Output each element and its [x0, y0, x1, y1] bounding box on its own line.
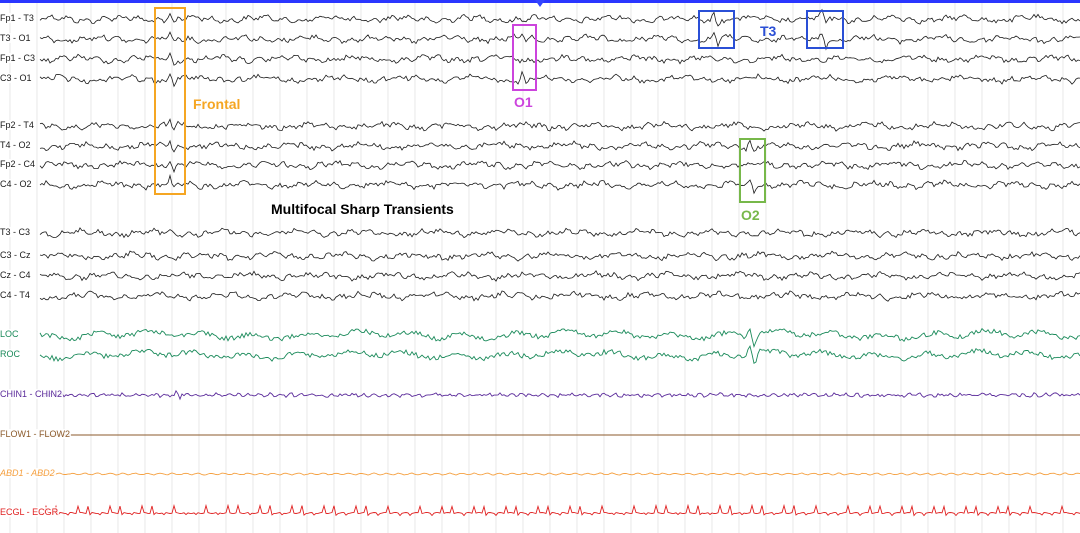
channel-label[interactable]: ABD1 - ABD2 — [0, 468, 56, 478]
frontal-highlight-label: Frontal — [193, 96, 241, 112]
o1-highlight-label: O1 — [514, 94, 533, 110]
channel-label[interactable]: C3 - O1 — [0, 73, 33, 83]
waveform-chin1-chin2 — [39, 389, 1080, 401]
waveform-fp1-t3 — [39, 8, 1080, 27]
waveform-loc — [39, 327, 1080, 348]
waveform-fp2-c4 — [39, 159, 1080, 174]
frontal-highlight-box — [154, 7, 186, 195]
waveform-c4-o2 — [39, 173, 1080, 195]
t3-highlight-box-2 — [806, 10, 844, 49]
channel-label[interactable]: T3 - O1 — [0, 33, 32, 43]
channel-label[interactable]: Fp2 - T4 — [0, 120, 35, 130]
channel-label[interactable]: T4 - O2 — [0, 140, 32, 150]
channel-label[interactable]: T3 - C3 — [0, 227, 32, 237]
channel-label[interactable]: C4 - O2 — [0, 179, 33, 189]
waveform-t3-o1 — [39, 31, 1080, 51]
o2-highlight-label: O2 — [741, 207, 760, 223]
waveform-t4-o2 — [39, 139, 1080, 153]
channel-label[interactable]: LOC — [0, 329, 20, 339]
channel-label[interactable]: CHIN1 - CHIN2 — [0, 389, 64, 399]
waveform-c3-o1 — [39, 70, 1080, 88]
channel-label[interactable]: Fp2 - C4 — [0, 159, 37, 169]
o1-highlight-box — [512, 24, 537, 91]
channel-label[interactable]: Fp1 - T3 — [0, 13, 35, 23]
t3-highlight-label: T3 — [760, 23, 777, 39]
channel-label[interactable]: C4 - T4 — [0, 290, 31, 300]
waveform-fp2-t4 — [39, 118, 1080, 132]
waveform-roc — [39, 344, 1080, 365]
channel-label[interactable]: ECGL - ECGR — [0, 507, 60, 517]
channel-label[interactable]: Fp1 - C3 — [0, 53, 37, 63]
time-marker-icon[interactable] — [535, 0, 545, 7]
waveform-cz-c4 — [39, 270, 1080, 282]
waveform-c3-cz — [39, 250, 1080, 262]
waveform-c4-t4 — [39, 290, 1080, 302]
o2-highlight-box — [739, 138, 766, 203]
waveform-ecgl-ecgr — [39, 503, 1080, 517]
channel-label[interactable]: FLOW1 - FLOW2 — [0, 429, 72, 439]
waveform-abd1-abd2 — [39, 472, 1080, 476]
channel-label[interactable]: C3 - Cz — [0, 250, 32, 260]
waveform-t3-c3 — [39, 227, 1080, 239]
channel-label[interactable]: Cz - C4 — [0, 270, 32, 280]
waveform-fp1-c3 — [39, 52, 1080, 66]
annotation-text: Multifocal Sharp Transients — [271, 201, 454, 217]
t3-highlight-box-1 — [698, 10, 735, 49]
channel-label[interactable]: ROC — [0, 349, 21, 359]
